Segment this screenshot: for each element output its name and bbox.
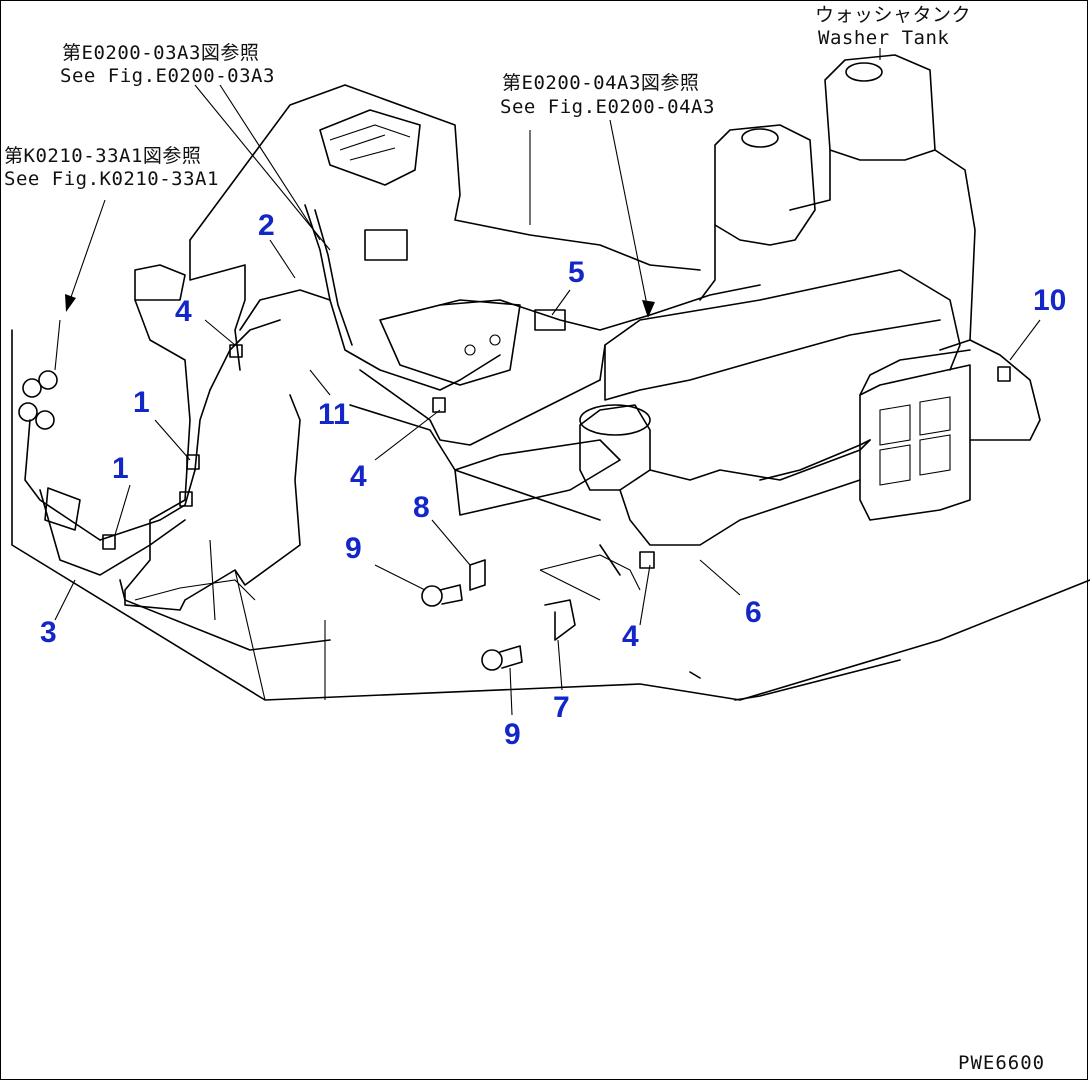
ref-e0200-04a3-jp: 第E0200-04A3図参照 <box>502 72 700 94</box>
cab-outline <box>11 329 1090 701</box>
ref-k0210-33a1-jp: 第K0210-33A1図参照 <box>4 145 202 167</box>
callout-5: 5 <box>568 256 585 289</box>
bolt-9a <box>421 584 463 607</box>
ref-e0200-04a3-en: See Fig.E0200-04A3 <box>500 96 715 118</box>
clamp-8 <box>469 559 486 591</box>
drawing-code: PWE6600 <box>958 1052 1046 1074</box>
callout-9: 9 <box>504 718 521 751</box>
lower-bar <box>454 439 621 516</box>
leader-k0210-33a1 <box>69 199 106 301</box>
callout-7: 7 <box>553 691 570 724</box>
callout-3: 3 <box>40 616 57 649</box>
right-floor-edge <box>689 659 901 701</box>
callout-8: 8 <box>413 491 430 524</box>
cab-floor-edge <box>119 579 331 651</box>
callout-4: 4 <box>350 460 367 493</box>
ref-e0200-03a3-en: See Fig.E0200-03A3 <box>60 65 275 87</box>
callout-1: 1 <box>112 452 129 485</box>
harness-main <box>304 204 501 391</box>
harness-right <box>439 284 761 331</box>
fuse-block <box>859 364 971 521</box>
bolt-9b <box>481 645 523 671</box>
leader-e0200-04a3 <box>609 119 649 311</box>
callout-10: 10 <box>1033 284 1067 317</box>
mount-plate <box>379 299 521 386</box>
washer-tank-right <box>824 54 936 161</box>
callout-1: 1 <box>133 386 150 419</box>
washer-tank-left <box>714 124 816 246</box>
callout-2: 2 <box>258 209 275 242</box>
ref-e0200-03a3-jp: 第E0200-03A3図参照 <box>62 42 260 64</box>
left-console <box>189 84 701 271</box>
washer-tank-label-jp: ウォッシャタンク <box>815 4 972 26</box>
control-box <box>319 109 421 186</box>
relay-box <box>364 229 408 261</box>
washer-tank-label-en: Washer Tank <box>818 27 950 49</box>
clamp-7 <box>544 599 576 641</box>
callout-11: 11 <box>318 398 350 431</box>
callout-4: 4 <box>622 620 639 653</box>
callout-4: 4 <box>175 295 192 328</box>
callout-9: 9 <box>345 532 362 565</box>
leader-e0200-03a3 <box>194 84 331 251</box>
callout-6: 6 <box>745 596 762 629</box>
ref-k0210-33a1-en: See Fig.K0210-33A1 <box>4 168 219 190</box>
